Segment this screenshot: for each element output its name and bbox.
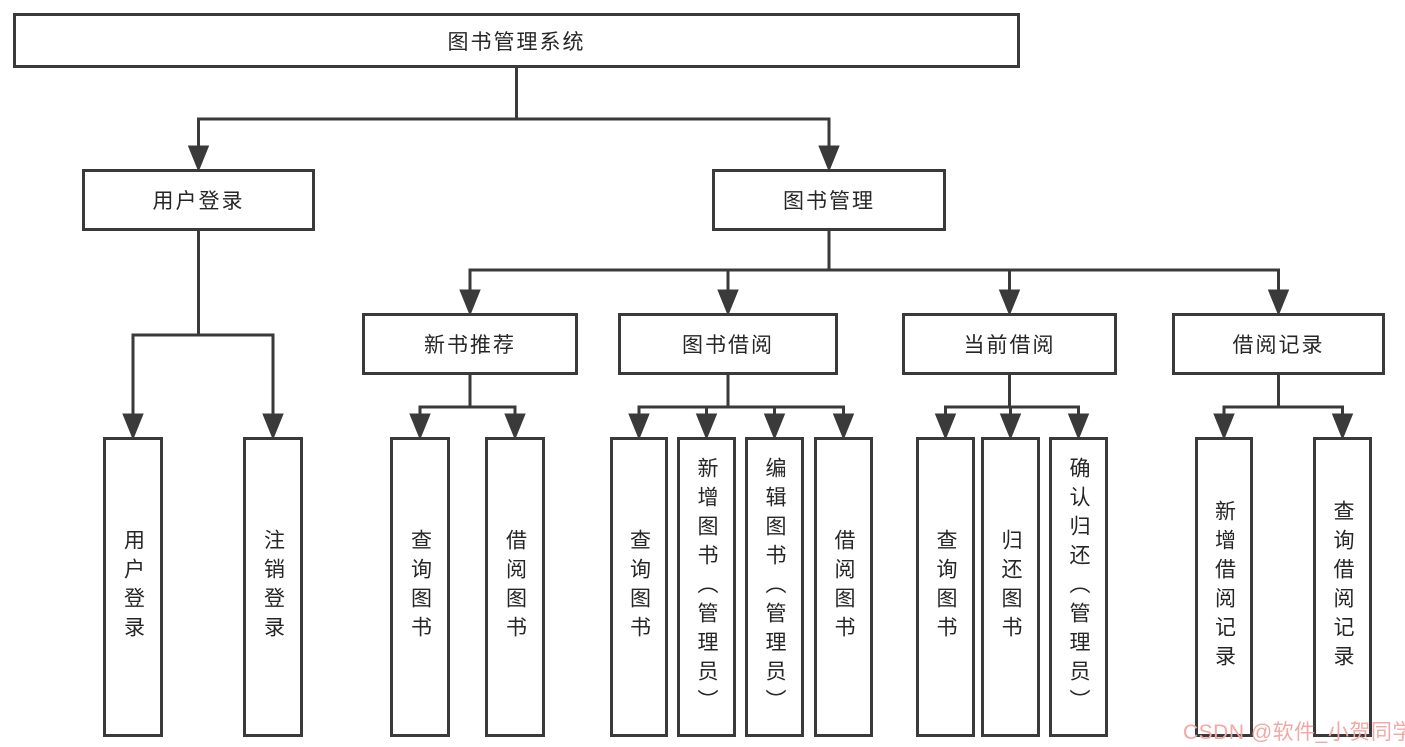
leaf-label: 用户登录 <box>121 529 145 645</box>
leaf-return-books: 归还图书 <box>981 437 1040 737</box>
node-book-borrow: 图书借阅 <box>618 313 838 375</box>
arrowhead-down-icon <box>459 289 481 316</box>
leaf-add-books-admin: 新增图书（管理员） <box>677 437 736 737</box>
arrowhead-down-icon <box>187 145 210 172</box>
leaf-label: 借阅图书 <box>503 529 527 645</box>
node-label: 当前借阅 <box>963 334 1056 357</box>
leaf-borrow-books: 借阅图书 <box>814 437 873 737</box>
arrowhead-down-icon <box>934 413 957 440</box>
leaf-add-borrow-record: 新增借阅记录 <box>1195 437 1253 737</box>
arrowhead-down-icon <box>1067 413 1090 440</box>
node-label: 图书管理 <box>783 190 875 213</box>
arrowhead-down-icon <box>763 413 786 440</box>
leaf-borrow-books-recommend: 借阅图书 <box>485 437 545 737</box>
leaf-edit-books-admin: 编辑图书（管理员） <box>745 437 804 737</box>
node-label: 图书管理系统 <box>447 30 586 54</box>
leaf-label: 编辑图书（管理员） <box>763 456 786 718</box>
leaf-query-books-current: 查询图书 <box>916 437 975 737</box>
arrowhead-down-icon <box>1267 289 1290 316</box>
node-label: 新书推荐 <box>424 334 516 357</box>
leaf-logout: 注销登录 <box>243 437 303 737</box>
arrowhead-down-icon <box>628 413 650 440</box>
connector-newbook-to-leaves <box>409 375 526 440</box>
node-label: 图书借阅 <box>682 334 774 357</box>
leaf-query-books-borrow: 查询图书 <box>610 437 668 737</box>
leaf-label: 查询图书 <box>408 529 432 645</box>
arrowhead-down-icon <box>1213 413 1235 440</box>
leaf-label: 查询图书 <box>934 529 957 645</box>
leaf-label: 注销登录 <box>261 529 285 645</box>
node-label: 用户登录 <box>152 190 245 213</box>
arrowhead-down-icon <box>998 289 1021 316</box>
arrowhead-down-icon <box>504 413 526 440</box>
arrowhead-down-icon <box>818 145 840 172</box>
leaf-label: 查询图书 <box>627 529 651 645</box>
leaf-label: 归还图书 <box>999 529 1022 645</box>
arrowhead-down-icon <box>262 413 284 440</box>
connector-records-to-leaves <box>1213 375 1354 440</box>
leaf-user-login: 用户登录 <box>103 437 163 737</box>
node-user-login: 用户登录 <box>82 169 315 231</box>
arrowhead-down-icon <box>999 413 1022 440</box>
leaf-label: 新增借阅记录 <box>1212 500 1236 674</box>
node-new-book-recommend: 新书推荐 <box>362 313 578 375</box>
node-book-management: 图书管理 <box>712 169 946 231</box>
node-borrow-records: 借阅记录 <box>1172 313 1385 375</box>
csdn-watermark: CSDN @软件_小贺同学 <box>1183 721 1405 744</box>
arrowhead-down-icon <box>717 289 739 316</box>
arrowhead-down-icon <box>409 413 431 440</box>
connector-bookmgmt-to-level3 <box>459 231 1290 316</box>
node-current-borrow: 当前借阅 <box>902 313 1117 375</box>
connector-userlogin-to-leaves <box>122 231 284 440</box>
leaf-label: 查询借阅记录 <box>1331 500 1354 674</box>
leaf-label: 确认归还（管理员） <box>1067 456 1090 718</box>
connector-borrow-to-leaves <box>628 375 855 440</box>
leaf-query-books-recommend: 查询图书 <box>390 437 450 737</box>
arrowhead-down-icon <box>832 413 855 440</box>
leaf-query-borrow-record: 查询借阅记录 <box>1313 437 1372 737</box>
connector-current-to-leaves <box>934 375 1090 440</box>
leaf-confirm-return-admin: 确认归还（管理员） <box>1049 437 1108 737</box>
arrowhead-down-icon <box>122 413 144 440</box>
arrowhead-down-icon <box>1331 413 1354 440</box>
arrowhead-down-icon <box>695 413 718 440</box>
leaf-label: 借阅图书 <box>832 529 855 645</box>
connector-root-to-level2 <box>187 68 840 172</box>
node-label: 借阅记录 <box>1232 334 1325 357</box>
node-library-management-system: 图书管理系统 <box>13 13 1020 68</box>
leaf-label: 新增图书（管理员） <box>695 456 718 718</box>
